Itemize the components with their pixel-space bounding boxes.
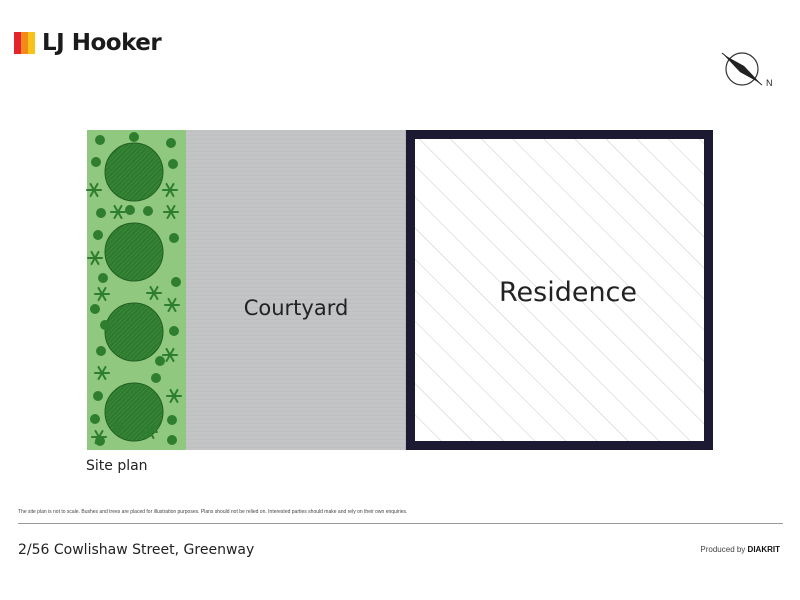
- tree-icon: [104, 302, 164, 362]
- logo-bar-yellow: [28, 32, 35, 54]
- bush-icon: [100, 320, 110, 330]
- bush-icon: [167, 435, 177, 445]
- produced-by-brand: DIAKRIT: [747, 545, 780, 554]
- courtyard-area: [186, 130, 406, 450]
- tree-icon: [104, 142, 164, 202]
- bush-icon: [93, 391, 103, 401]
- logo-bar-orange: [21, 32, 28, 54]
- bush-icon: [169, 233, 179, 243]
- footer-divider: [18, 523, 783, 524]
- shrub-icon: [91, 429, 107, 445]
- residence-label: Residence: [498, 277, 638, 308]
- bush-icon: [129, 132, 139, 142]
- produced-by-prefix: Produced by: [700, 545, 746, 554]
- shrub-icon: [87, 250, 103, 266]
- bush-icon: [93, 230, 103, 240]
- property-address: 2/56 Cowlishaw Street, Greenway: [18, 542, 255, 558]
- produced-by: Produced by DIAKRIT: [700, 545, 780, 554]
- bush-icon: [143, 206, 153, 216]
- bush-icon: [169, 326, 179, 336]
- bush-icon: [98, 273, 108, 283]
- bush-icon: [95, 135, 105, 145]
- shrub-icon: [94, 286, 110, 302]
- bush-icon: [166, 138, 176, 148]
- bush-icon: [125, 205, 135, 215]
- shrub-icon: [166, 388, 182, 404]
- residence-block: [406, 130, 713, 450]
- bush-icon: [151, 373, 161, 383]
- site-plan-caption: Site plan: [86, 458, 148, 474]
- lj-hooker-logo: LJ Hooker: [14, 30, 162, 56]
- bush-icon: [155, 356, 165, 366]
- bush-icon: [91, 157, 101, 167]
- bush-icon: [96, 346, 106, 356]
- logo-mark: [14, 32, 35, 54]
- shrub-icon: [86, 182, 102, 198]
- shrub-icon: [162, 347, 178, 363]
- bush-icon: [90, 414, 100, 424]
- residence-hatching: [410, 134, 709, 446]
- shrub-icon: [146, 285, 162, 301]
- bush-icon: [171, 277, 181, 287]
- bush-icon: [90, 304, 100, 314]
- shrub-icon: [94, 365, 110, 381]
- courtyard-label: Courtyard: [243, 296, 349, 320]
- shrub-icon: [162, 182, 178, 198]
- shrub-icon: [110, 204, 126, 220]
- shrub-icon: [164, 297, 180, 313]
- disclaimer-text: The site plan is not to scale. Bushes an…: [18, 509, 408, 515]
- shrub-icon: [142, 424, 158, 440]
- garden-plants: [86, 132, 182, 446]
- tree-icon: [104, 222, 164, 282]
- garden-strip: [86, 130, 186, 450]
- bush-icon: [96, 208, 106, 218]
- shrub-icon: [163, 204, 179, 220]
- logo-bar-red: [14, 32, 21, 54]
- bush-icon: [168, 159, 178, 169]
- bush-icon: [167, 415, 177, 425]
- residence-wall: [406, 130, 713, 450]
- logo-text: LJ Hooker: [42, 30, 162, 56]
- bush-icon: [113, 422, 123, 432]
- compass-north-label: N: [766, 78, 773, 88]
- compass-icon: N: [721, 52, 773, 88]
